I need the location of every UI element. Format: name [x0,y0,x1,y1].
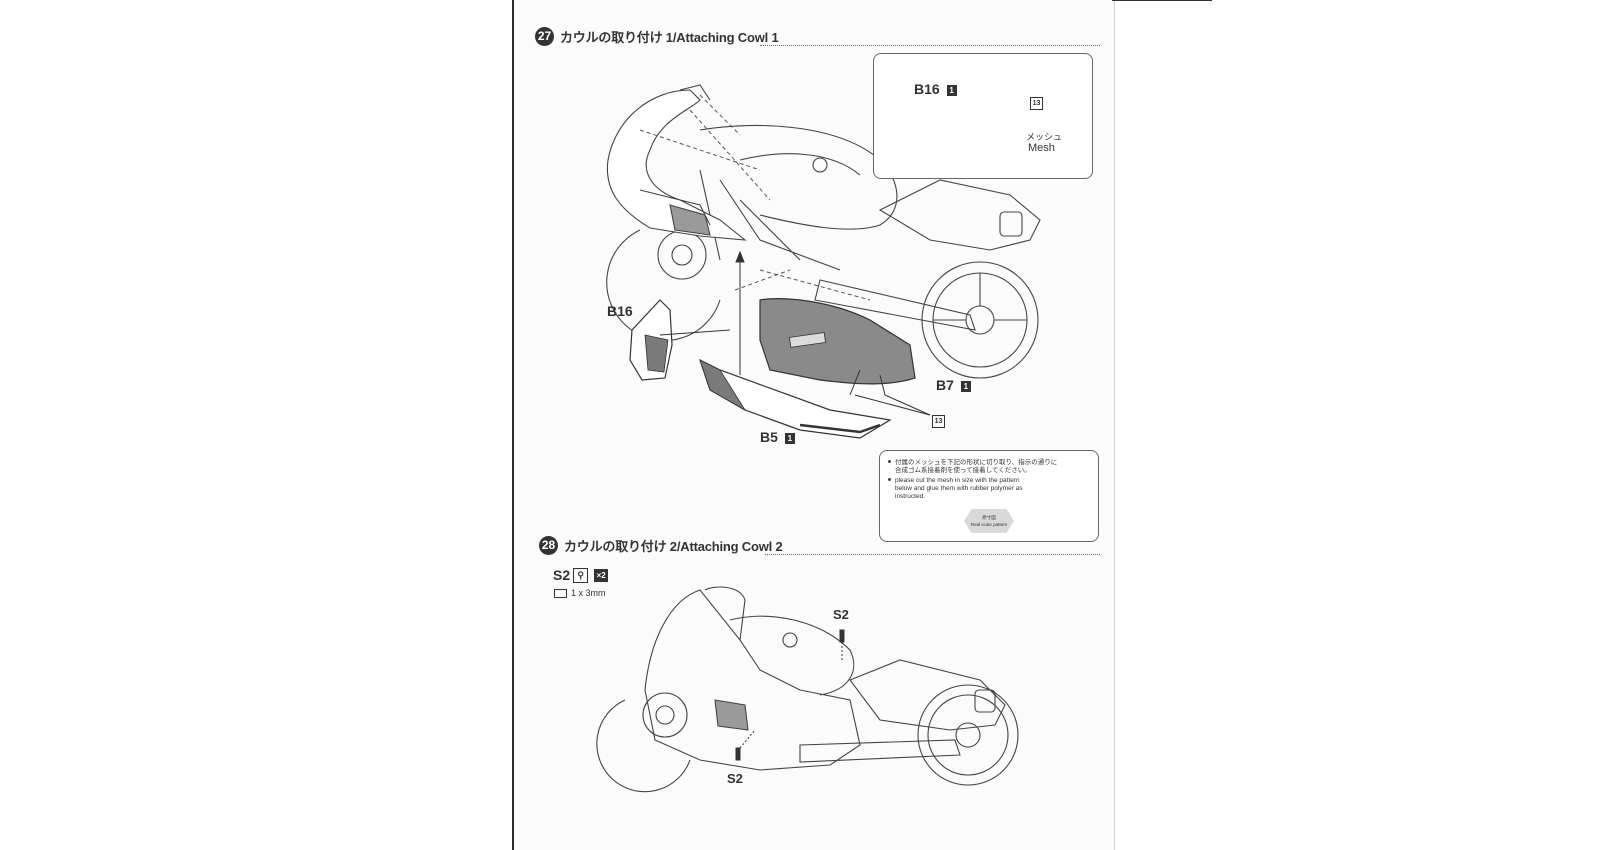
note-en-1: please cut the mesh in size with the pat… [888,477,1088,485]
step-27-number: 27 [535,26,554,46]
label-13: 13 [932,410,945,428]
label-b7: B7 1 [936,377,971,393]
detail-13-label: 13 [1030,92,1043,110]
step-28-rule [765,554,1100,555]
quantity-badge: ×2 [594,568,609,582]
mesh-note-box: 付属のメッシュを下記の形状に切り取り、指示の通りに 合成ゴム系接着剤を使って接着… [879,450,1099,542]
part-13-marker: 13 [1030,97,1043,110]
step-27-rule [760,45,1100,46]
note-jp-2: 合成ゴム系接着剤を使って接着してください。 [895,467,1031,474]
step-27-header: 27 カウルの取り付け 1/Attaching Cowl 1 [535,25,779,47]
note-en-2: below and glue them with rubber polymer … [895,485,1023,492]
note-jp-1: 付属のメッシュを下記の形状に切り取り、指示の通りに [888,459,1088,467]
step-28-title: カウルの取り付け 2/Attaching Cowl 2 [564,538,783,554]
note-en-1-text: please cut the mesh in size with the pat… [895,477,1020,484]
step-28-number: 28 [539,535,558,555]
mesh-jp-label: メッシュ [1026,132,1063,142]
screw-icon: ⚲ [573,567,589,583]
step-27-title: カウルの取り付け 1/Attaching Cowl 1 [560,29,779,45]
part-13-marker: 13 [932,415,945,428]
label-b7-text: B7 [936,377,954,393]
detail-inset: B16 1 13 メッシュ Mesh [873,53,1093,179]
sprue-marker: 1 [946,85,957,96]
note-jp-1-text: 付属のメッシュを下記の形状に切り取り、指示の通りに [895,459,1058,466]
sprue-marker: 1 [960,381,971,392]
step-28-header: 28 カウルの取り付け 2/Attaching Cowl 2 [539,534,783,556]
scan-edge-line [1112,0,1212,1]
detail-b16-text: B16 [914,81,940,97]
label-b16-text: B16 [607,303,633,319]
screw-callout: S2 ⚲ ×2 [553,567,609,583]
detail-b16-label: B16 1 [914,81,957,97]
screw-code: S2 [553,567,571,583]
label-b16: B16 [607,303,633,319]
bullet-icon [888,460,891,463]
mesh-pattern-shape: 原寸図 Real scale pattern [964,509,1014,533]
screw-size-text: 1 x 3mm [571,588,606,598]
note-en-3: instructed. [895,493,925,500]
label-b5-text: B5 [760,429,778,445]
mesh-en-label: Mesh [1028,142,1055,154]
pattern-jp-label: 原寸図 [982,515,996,520]
sprue-marker: 1 [784,433,795,444]
pattern-en-label: Real scale pattern [970,522,1008,527]
bullet-icon [888,478,891,481]
screw-size-icon [554,588,567,598]
label-b5: B5 1 [760,429,795,445]
screw-size-row: 1 x 3mm [554,588,606,598]
s2-top-label: S2 [833,607,849,622]
s2-bottom-label: S2 [727,771,743,786]
